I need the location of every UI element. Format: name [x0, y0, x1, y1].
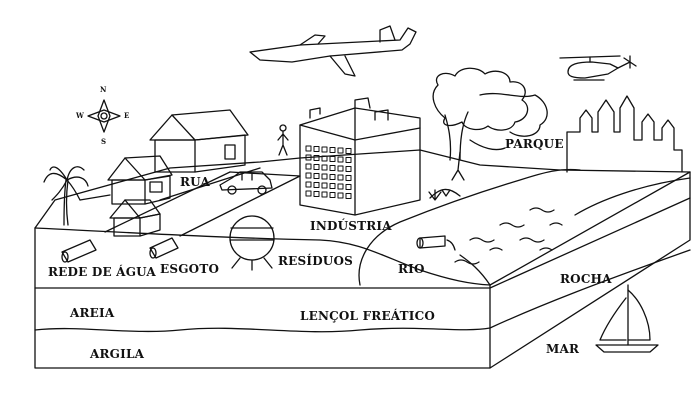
- label-esgoto: ESGOTO: [160, 262, 220, 276]
- label-mar: MAR: [546, 342, 580, 356]
- compass-south: S: [101, 137, 107, 146]
- person: [277, 124, 289, 156]
- industry-window: [313, 182, 320, 188]
- houses: [79, 109, 249, 237]
- compass-west: W: [76, 111, 85, 120]
- palm-tree: [43, 166, 89, 226]
- industry-window: [305, 154, 312, 161]
- label-rocha: ROCHA: [560, 272, 612, 286]
- industry-window: [329, 192, 336, 198]
- compass-north: N: [100, 85, 107, 94]
- industry-window: [321, 191, 328, 198]
- waste-deposit: [229, 215, 275, 271]
- industry-window: [329, 174, 336, 180]
- industry-window: [305, 181, 312, 188]
- strata-lines: [34, 197, 691, 333]
- industry-outlet-pipe: [416, 235, 456, 251]
- industry-window: [313, 173, 320, 179]
- helicopter: [559, 55, 637, 81]
- sailboat: [595, 284, 659, 353]
- industry-window: [305, 190, 312, 197]
- industry-window: [321, 173, 328, 180]
- industry-windows: [305, 145, 352, 199]
- industry-window: [345, 166, 352, 172]
- industry-window: [345, 157, 352, 163]
- industry-window: [337, 156, 344, 163]
- industry-window: [321, 146, 328, 153]
- industry-window: [337, 192, 344, 199]
- industry-window: [345, 148, 352, 154]
- industry-window: [321, 164, 328, 171]
- industry-window: [337, 165, 344, 172]
- label-lencol-freatico: LENÇOL FREÁTICO: [300, 309, 436, 323]
- industry-window: [321, 155, 328, 162]
- label-rua: RUA: [180, 175, 210, 189]
- industry-window: [313, 155, 320, 161]
- industry-window: [321, 182, 328, 189]
- industry-window: [329, 156, 336, 162]
- label-industria: INDÚSTRIA: [310, 219, 392, 233]
- label-areia: AREIA: [70, 306, 115, 320]
- industry-window: [313, 191, 320, 197]
- industry-window: [329, 165, 336, 171]
- label-argila: ARGILA: [90, 347, 145, 361]
- industry-window: [305, 163, 312, 170]
- industry-window: [345, 184, 352, 190]
- road: [104, 167, 301, 237]
- park-tree: [429, 67, 548, 199]
- label-rede-de-agua: REDE DE ÁGUA: [48, 265, 156, 279]
- label-parque: PARQUE: [505, 137, 564, 151]
- industry-window: [313, 146, 320, 152]
- airplane: [249, 25, 417, 77]
- label-rio: RIO: [398, 262, 425, 276]
- industry-window: [329, 147, 336, 153]
- industry-window: [337, 147, 344, 154]
- industry-window: [345, 193, 352, 199]
- industry-window: [337, 174, 344, 181]
- industry-window: [345, 175, 352, 181]
- industry-window: [329, 183, 336, 189]
- industry-window: [337, 183, 344, 190]
- city-skyline: [566, 95, 683, 173]
- compass-east: E: [124, 111, 130, 120]
- compass-rose: [87, 99, 121, 133]
- car: [219, 171, 273, 195]
- riverbank-plants: [428, 189, 451, 201]
- water-pipe: [61, 239, 97, 263]
- industry-window: [305, 172, 312, 179]
- sewage-pipe: [149, 237, 179, 259]
- river: [358, 168, 691, 286]
- industry-window: [305, 145, 312, 152]
- industry-building: [299, 97, 421, 216]
- label-residuos: RESÍDUOS: [278, 254, 353, 268]
- industry-window: [313, 164, 320, 170]
